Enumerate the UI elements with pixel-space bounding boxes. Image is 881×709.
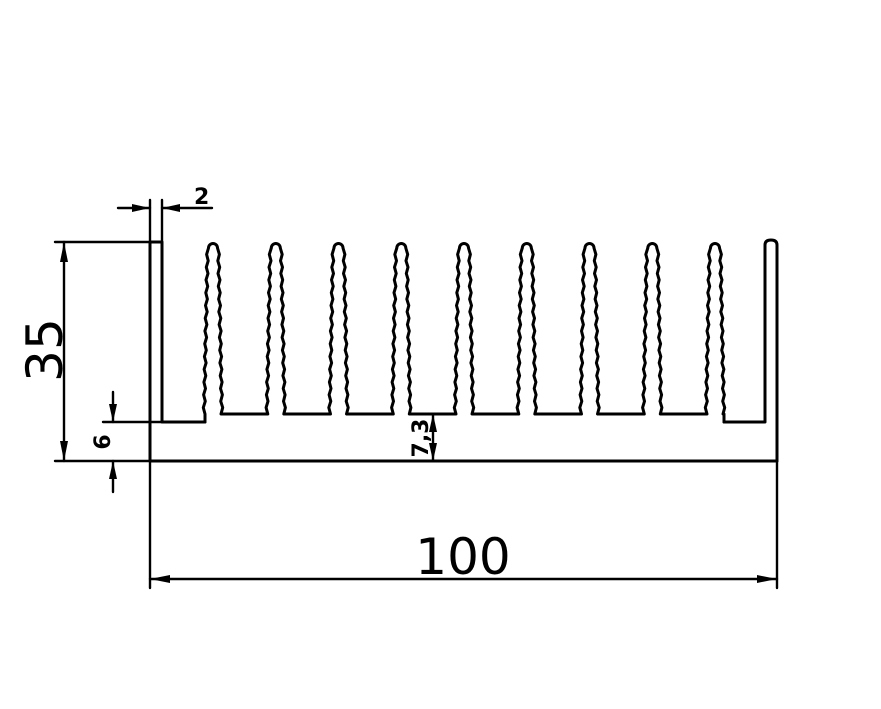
arrowhead: [150, 575, 170, 583]
dimension-height: 35: [16, 240, 152, 463]
label-fin-thickness: 2: [194, 185, 209, 210]
heatsink-profile: [148, 238, 779, 463]
fins-outline: [201, 242, 727, 424]
dimension-base-thickness: 6: [91, 390, 164, 494]
arrowhead: [60, 242, 68, 262]
left-outer-wall: [148, 240, 207, 463]
label-width: 100: [415, 528, 510, 586]
dimension-fin-thickness: 2: [116, 185, 214, 244]
arrowhead: [429, 414, 437, 432]
arrowhead: [162, 204, 180, 212]
arrowhead: [757, 575, 777, 583]
arrowhead: [429, 443, 437, 461]
dimension-fin-root-gap: 7,3: [409, 412, 437, 463]
arrowhead: [109, 404, 117, 422]
label-height: 35: [16, 318, 74, 382]
right-outer-wall: [722, 238, 779, 463]
arrowhead: [60, 441, 68, 461]
arrowhead: [109, 461, 117, 479]
label-fin-root-gap: 7,3: [409, 419, 434, 458]
fin-group: [201, 242, 727, 424]
arrowhead: [132, 204, 150, 212]
dimension-width: 100: [148, 459, 779, 590]
label-base-thickness: 6: [91, 434, 116, 449]
